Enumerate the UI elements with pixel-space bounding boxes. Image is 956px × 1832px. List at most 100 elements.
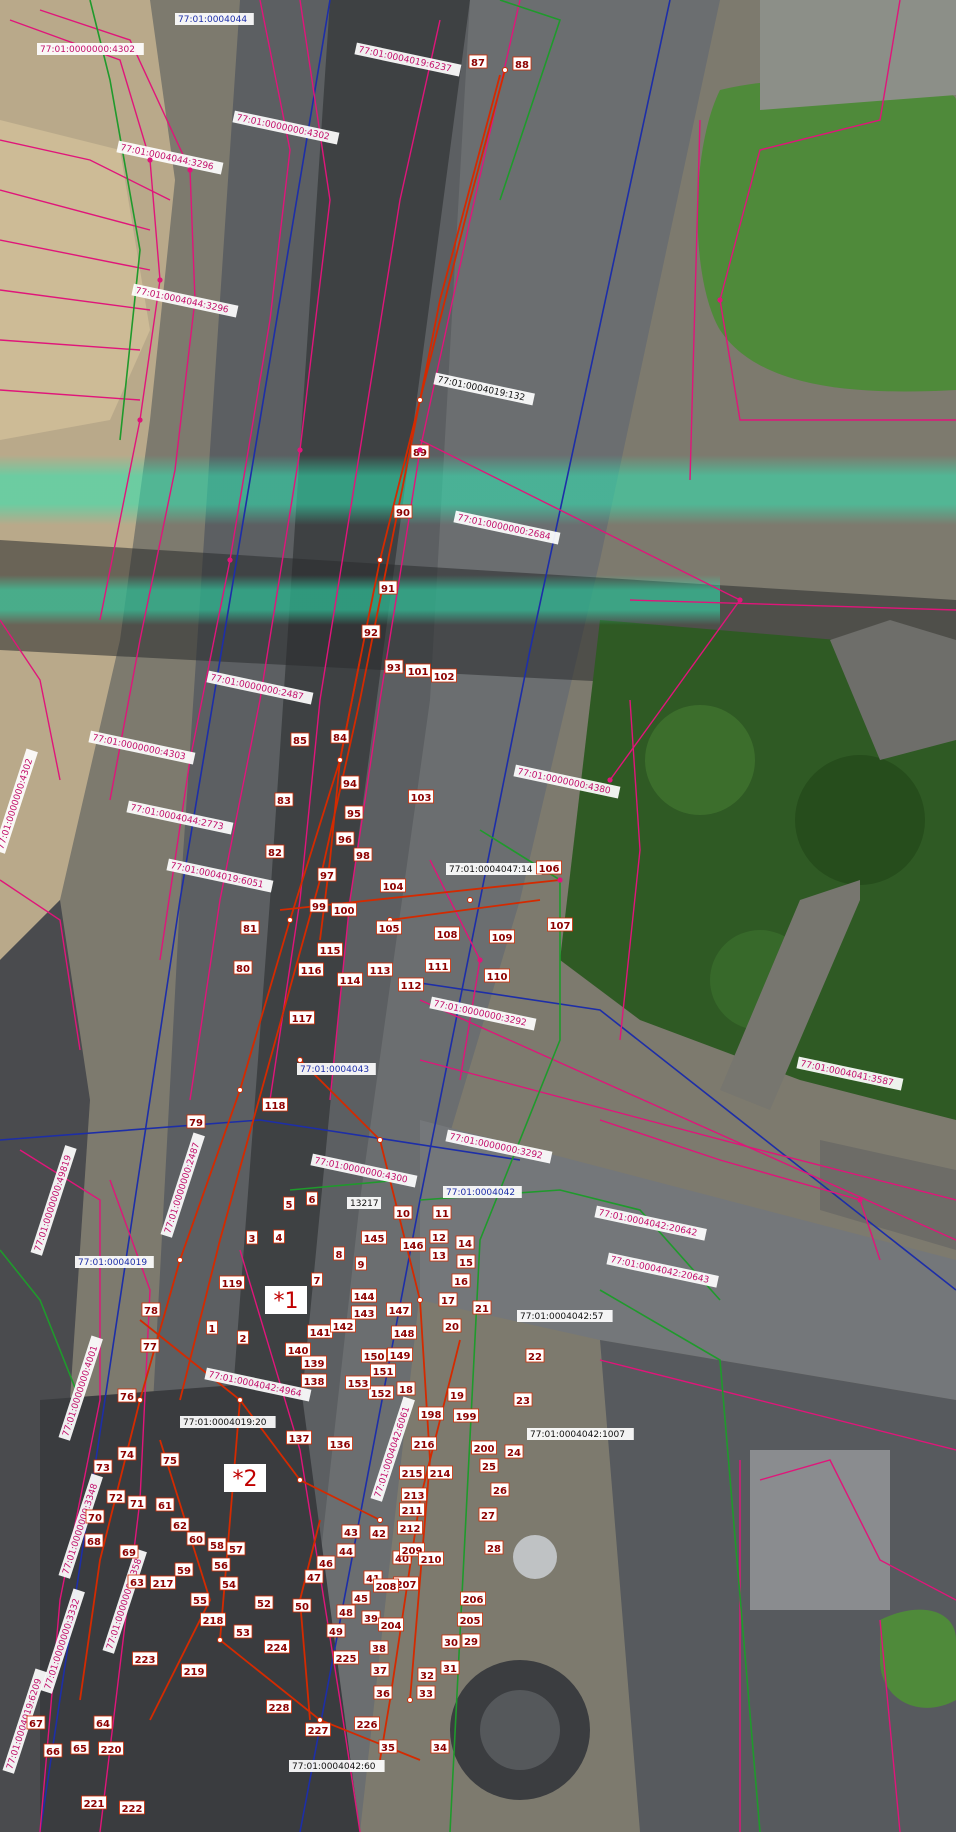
- route-vertex: [417, 1297, 423, 1303]
- route-point-label: 42: [369, 1525, 389, 1540]
- route-point-label: 208: [373, 1578, 399, 1593]
- cadastral-number-label: 77:01:0004042:20643: [606, 1252, 719, 1288]
- route-point-label: 91: [378, 580, 398, 595]
- route-point-number: 2: [240, 1334, 247, 1345]
- cadastral-boundary: [0, 389, 141, 401]
- route-point-number: 33: [419, 1689, 433, 1700]
- route-point-number: 145: [364, 1234, 385, 1245]
- survey-marker-label: *1: [265, 1286, 307, 1314]
- route-vertex: [337, 757, 343, 763]
- route-point-label: 142: [330, 1318, 356, 1333]
- route-point-number: 42: [372, 1529, 386, 1540]
- route-point-number: 142: [333, 1322, 354, 1333]
- cadastral-boundary: [239, 1249, 361, 1832]
- route-vertex: [377, 557, 383, 563]
- cadastral-number-label: 77:01:0000000:4302: [232, 110, 340, 145]
- route-point-label: 60: [186, 1531, 206, 1546]
- cadastral-number-label: 77:01:0000000:3292: [445, 1129, 553, 1164]
- route-point-number: 141: [310, 1328, 331, 1339]
- route-point-number: 119: [222, 1279, 243, 1290]
- cadastral-number-label: 77:01:0000000:4302: [37, 43, 144, 55]
- cadastral-boundary: [719, 0, 956, 421]
- route-point-number: 36: [376, 1689, 390, 1700]
- route-point-label: 16: [451, 1273, 471, 1288]
- route-point-number: 149: [390, 1351, 411, 1362]
- route-point-number: 79: [189, 1118, 203, 1129]
- route-point-label: 43: [341, 1524, 361, 1539]
- route-point-label: 113: [367, 962, 393, 977]
- parcel-boundary-green: [289, 1179, 401, 1191]
- route-point-label: 76: [117, 1388, 137, 1403]
- parcel-boundary-green: [0, 1249, 81, 1401]
- route-point-number: 227: [308, 1726, 329, 1737]
- route-point-label: 1: [206, 1320, 218, 1335]
- route-point-number: 72: [109, 1493, 123, 1504]
- route-point-label: 34: [430, 1739, 450, 1754]
- route-point-number: 6: [309, 1195, 316, 1206]
- route-point-label: 49: [326, 1623, 346, 1638]
- route-point-number: 82: [268, 848, 282, 859]
- route-point-label: 22: [525, 1348, 545, 1363]
- route-point-number: 213: [404, 1491, 425, 1502]
- route-line: [389, 899, 541, 921]
- route-point-number: 46: [319, 1559, 333, 1570]
- cadastral-number-text: 77:01:0000000:4302: [40, 45, 135, 55]
- route-point-label: 73: [93, 1459, 113, 1474]
- cadastral-number-label: 77:01:0000000:49819: [30, 1145, 77, 1256]
- survey-marker-text: *1: [274, 1289, 299, 1314]
- route-point-label: 111: [425, 958, 451, 973]
- route-point-label: 152: [368, 1385, 394, 1400]
- route-point-number: 73: [96, 1463, 110, 1474]
- route-point-number: 60: [189, 1535, 203, 1546]
- route-point-label: 30: [441, 1634, 461, 1649]
- route-vertex: [137, 1397, 143, 1403]
- route-point-number: 209: [402, 1546, 423, 1557]
- route-point-number: 35: [381, 1743, 395, 1754]
- route-point-number: 151: [373, 1367, 394, 1378]
- route-point-number: 208: [376, 1582, 397, 1593]
- route-point-number: 114: [340, 976, 361, 987]
- route-point-label: 225: [333, 1650, 359, 1665]
- route-point-number: 18: [399, 1385, 413, 1396]
- route-point-label: 136: [327, 1436, 353, 1451]
- cadastral-number-text: 77:01:0004042:20643: [609, 1255, 710, 1286]
- cadastral-number-text: 77:01:0004047:14: [449, 865, 533, 875]
- route-point-number: 102: [434, 672, 455, 683]
- route-point-label: 151: [370, 1363, 396, 1378]
- route-point-label: 70: [85, 1509, 105, 1524]
- route-point-label: 13: [429, 1247, 449, 1262]
- cadastral-vertex: [157, 277, 163, 283]
- cadastral-number-text: 77:01:0000000:4001: [61, 1344, 100, 1437]
- route-point-number: 88: [515, 60, 529, 71]
- cadastral-number-text: 77:01:0004042:60: [292, 1762, 376, 1772]
- route-point-number: 78: [144, 1306, 158, 1317]
- route-point-number: 111: [428, 962, 449, 973]
- cadastral-number-label: 77:01:0004044: [175, 13, 254, 25]
- route-point-number: 84: [333, 733, 347, 744]
- cadastral-boundary: [419, 1059, 956, 1201]
- route-point-label: 39: [361, 1610, 381, 1625]
- route-point-number: 22: [528, 1352, 542, 1363]
- route-point-label: 19: [447, 1387, 467, 1402]
- route-point-number: 57: [229, 1545, 243, 1556]
- route-point-label: 74: [117, 1446, 137, 1461]
- route-point-number: 116: [301, 966, 322, 977]
- route-point-label: 141: [307, 1324, 333, 1339]
- route-vertex: [407, 1697, 413, 1703]
- route-point-label: 8: [333, 1246, 345, 1261]
- route-point-label: 220: [98, 1741, 124, 1756]
- route-point-label: 54: [219, 1576, 239, 1591]
- route-point-number: 220: [101, 1745, 122, 1756]
- route-point-number: 81: [243, 924, 257, 935]
- route-point-number: 26: [493, 1486, 507, 1497]
- route-point-number: 218: [203, 1616, 224, 1627]
- route-vertex: [417, 397, 423, 403]
- route-point-number: 34: [433, 1743, 447, 1754]
- cadastral-boundary: [689, 119, 701, 481]
- route-point-label: 110: [484, 968, 510, 983]
- route-point-label: 103: [408, 789, 434, 804]
- route-point-number: 58: [210, 1541, 224, 1552]
- cadastral-boundary: [419, 439, 742, 781]
- route-point-label: 153: [345, 1375, 371, 1390]
- route-point-number: 110: [487, 972, 508, 983]
